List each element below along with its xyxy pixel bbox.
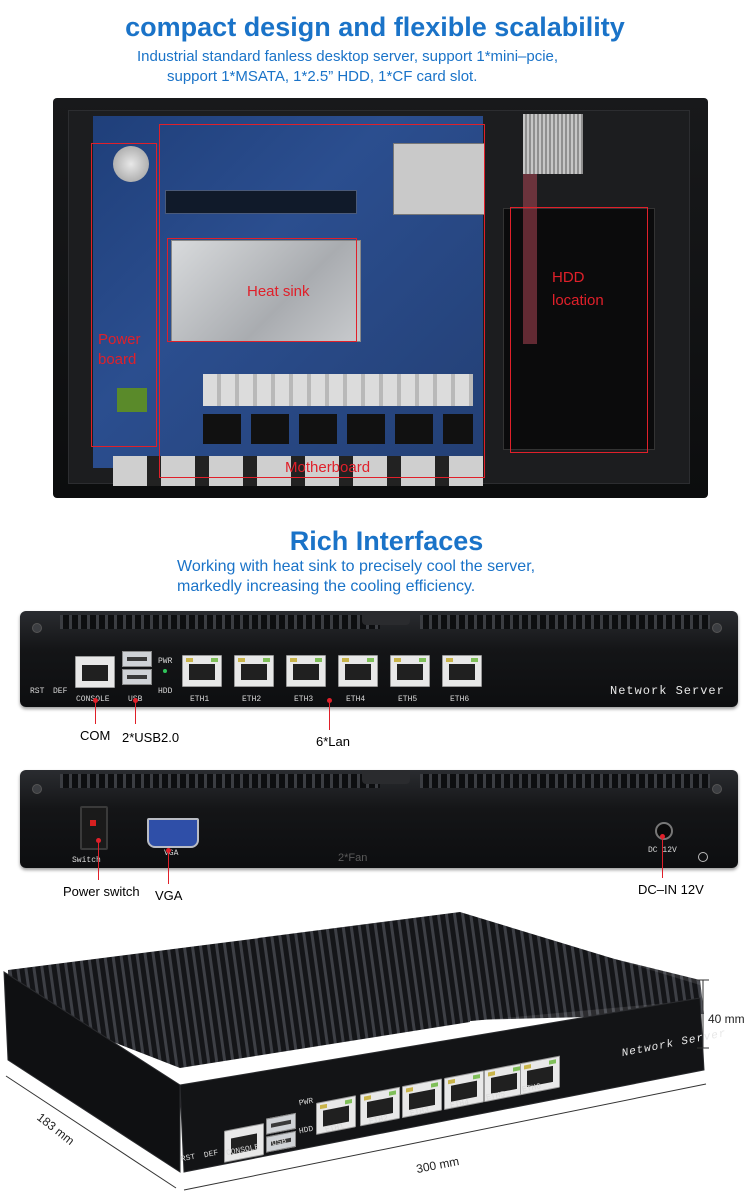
heat-sink [171, 240, 361, 342]
dimension-lines [5, 979, 709, 1191]
eth3-port [286, 655, 326, 687]
eth6-port [442, 655, 482, 687]
front-panel: RST DEF CONSOLE USB PWR HDD ETH1 ETH2 ET… [20, 611, 738, 707]
power-board-label-1: Power [98, 331, 141, 348]
dc-jack [655, 822, 673, 840]
eth1-port [182, 655, 222, 687]
com-callout: COM [80, 728, 111, 743]
rear-panel: Switch VGA 2*Fan DC 12V [20, 770, 738, 868]
pwr-led [163, 669, 167, 673]
console-port [75, 656, 115, 688]
left-side [3, 971, 181, 1173]
eth2-label: ETH2 [242, 695, 262, 704]
def-label: DEF [53, 687, 68, 696]
vga-label: VGA [164, 849, 179, 858]
section2-subtitle-1: Working with heat sink to precisely cool… [177, 558, 536, 575]
power-board-callout-box [91, 143, 157, 447]
power-board-label-2: board [98, 351, 137, 368]
eth5-label: ETH5 [398, 695, 418, 704]
usb-port-2 [122, 669, 152, 685]
power-switch-callout: Power switch [63, 884, 140, 899]
eth1-label: ETH1 [190, 695, 210, 704]
motherboard-callout-box [159, 124, 485, 478]
usb-callout: 2*USB2.0 [122, 730, 180, 745]
hdd-label-2: location [552, 292, 604, 309]
vga-port [147, 818, 199, 848]
hdd-label-1: HDD [552, 269, 585, 286]
eth5-port [390, 655, 430, 687]
internal-view-image [53, 98, 708, 498]
section2-title: Rich Interfaces [289, 526, 484, 556]
fan-label: 2*Fan [338, 852, 368, 864]
section1-subtitle-2: support 1*MSATA, 1*2.5” HDD, 1*CF card s… [167, 68, 478, 85]
usb-port-1 [122, 651, 152, 667]
section1-title: compact design and flexible scalability [125, 12, 625, 42]
heat-sink-label: Heat sink [247, 283, 310, 300]
eth2-port [234, 655, 274, 687]
vga-callout: VGA [155, 888, 183, 903]
brand-label: Network Server [610, 684, 725, 698]
heat-sink-callout-box [167, 238, 357, 342]
lan-callout: 6*Lan [316, 734, 350, 749]
height-dimension: 40 mm [708, 1012, 745, 1026]
pwr-label: PWR [158, 657, 173, 666]
power-switch [80, 806, 108, 850]
ground-icon [698, 852, 708, 862]
hdd-callout-box [510, 207, 648, 453]
section2-subtitle-2: markedly increasing the cooling efficien… [177, 578, 476, 595]
front-face [179, 997, 705, 1173]
console-port-label: CONSOLE [76, 695, 110, 704]
eth6-label: ETH6 [450, 695, 470, 704]
eth4-label: ETH4 [346, 695, 366, 704]
switch-label: Switch [72, 856, 101, 865]
hdd-label: HDD [158, 687, 173, 696]
section1-subtitle-1: Industrial standard fanless desktop serv… [137, 48, 559, 65]
eth4-port [338, 655, 378, 687]
rst-label: RST [30, 687, 45, 696]
motherboard-label: Motherboard [285, 459, 371, 476]
eth3-label: ETH3 [294, 695, 314, 704]
dc-in-callout: DC–IN 12V [638, 882, 704, 897]
device-3d-view [3, 912, 705, 1173]
